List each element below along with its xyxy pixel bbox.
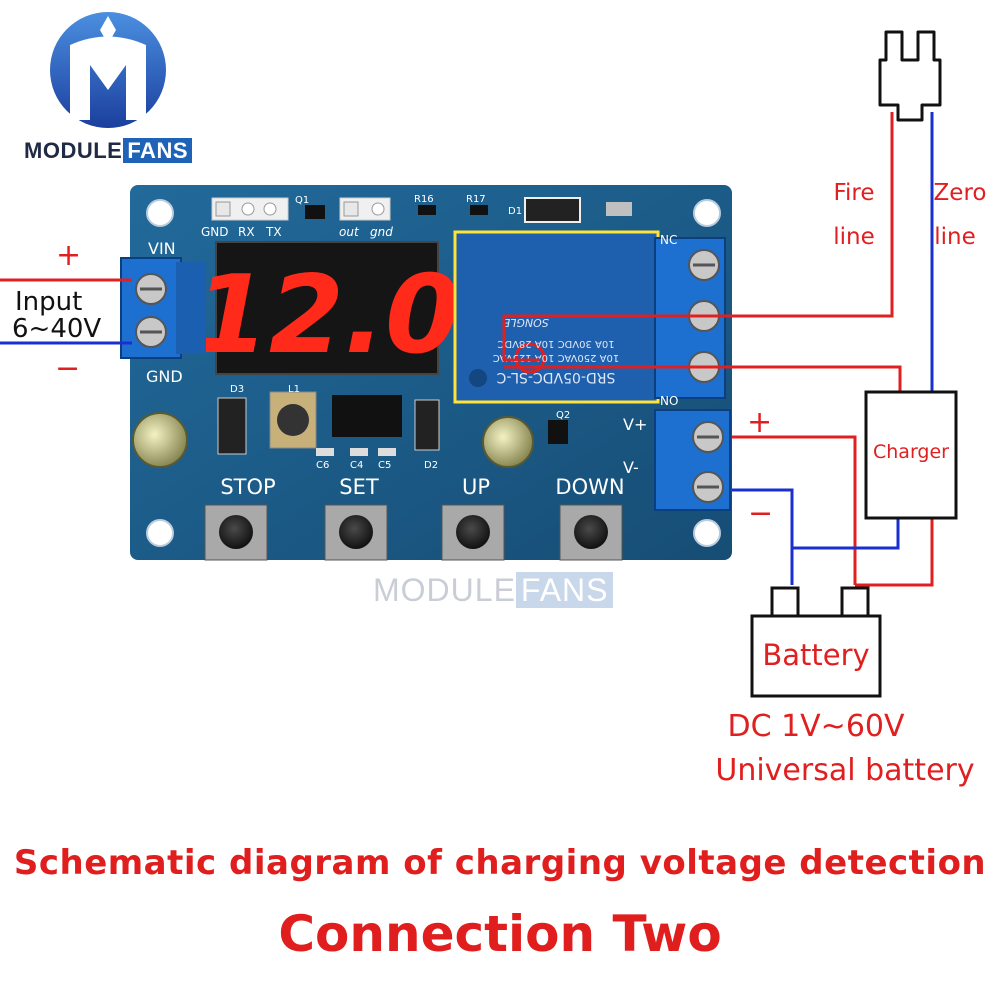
label-r16: R16 [414, 194, 434, 205]
watermark-part1: MODULE [373, 572, 516, 608]
label-gnd-input: GND [146, 367, 183, 386]
label-q2: Q2 [556, 410, 570, 421]
label-gnd2: gnd [370, 225, 393, 239]
label-out: out [339, 225, 360, 239]
battery-spec-line1: DC 1V~60V [727, 709, 905, 744]
label-d2: D2 [424, 460, 438, 471]
brand-logo-icon [50, 12, 166, 128]
up-button-label: UP [462, 475, 490, 499]
label-vin: VIN [148, 239, 176, 258]
battery-label: Battery [762, 638, 869, 672]
sense-plus: + [747, 405, 772, 440]
input-minus: − [55, 351, 80, 386]
relay-rating-1: 10A 250VAC 10A 125VAC [493, 352, 620, 363]
input-terminal-block [120, 257, 206, 359]
input-label-line2: 6~40V [12, 314, 101, 344]
label-d3: D3 [230, 384, 244, 395]
sense-terminal-block [654, 409, 731, 511]
label-q1: Q1 [295, 195, 309, 206]
zero-line-label-1: Zero [934, 180, 987, 206]
charger-box [864, 390, 958, 520]
label-v-minus: V- [623, 458, 639, 477]
up-button[interactable] [441, 504, 505, 561]
stop-button[interactable] [204, 504, 268, 561]
sense-minus: − [748, 496, 773, 531]
label-gnd: GND [201, 225, 229, 239]
battery-spec-line2: Universal battery [715, 753, 974, 788]
label-tx: TX [265, 225, 282, 239]
input-label-line1: Input [15, 287, 82, 317]
relay-markings: SRD-05VDC-SL-C 10A 250VAC 10A 125VAC 10A… [493, 316, 620, 385]
input-wires [0, 278, 132, 345]
relay-model: SRD-05VDC-SL-C [496, 369, 615, 385]
label-c6: C6 [316, 460, 329, 471]
label-c5: C5 [378, 460, 391, 471]
label-d1: D1 [508, 206, 522, 217]
label-l1: L1 [288, 384, 300, 395]
circuit-wires [502, 112, 934, 587]
mains-plug-icon [878, 30, 942, 122]
label-r17: R17 [466, 194, 486, 205]
label-no: NO [660, 394, 678, 408]
seven-segment-display [215, 241, 439, 375]
label-rx: RX [238, 225, 255, 239]
charger-label: Charger [873, 441, 949, 463]
fire-line-label-2: line [833, 224, 875, 250]
diagram-title: Connection Two [278, 905, 722, 963]
brand-name-part1: MODULE [24, 138, 123, 163]
set-button-label: SET [339, 475, 379, 499]
label-c4: C4 [350, 460, 363, 471]
zero-line-label-2: line [934, 224, 976, 250]
relay-terminal-block [654, 237, 726, 399]
label-nc: NC [660, 233, 677, 247]
fire-line-label-1: Fire [833, 180, 874, 206]
down-button[interactable] [559, 504, 623, 561]
uart-header [211, 197, 632, 223]
relay-rating-2: 10A 30VDC 10A 28VDC [497, 338, 614, 349]
diagram-subtitle: Schematic diagram of charging voltage de… [13, 843, 987, 883]
board-components [132, 391, 568, 468]
down-button-label: DOWN [555, 475, 624, 499]
set-button[interactable] [324, 504, 388, 561]
input-plus: + [56, 238, 81, 273]
label-v-plus: V+ [623, 415, 647, 434]
battery-icon [750, 586, 882, 698]
display-reading: 12.0 [194, 253, 460, 378]
brand-name-part2: FANS [123, 138, 193, 163]
stop-button-label: STOP [220, 475, 275, 499]
relay-brand: SONGLE [503, 316, 549, 329]
watermark-part2: FANS [515, 572, 614, 608]
